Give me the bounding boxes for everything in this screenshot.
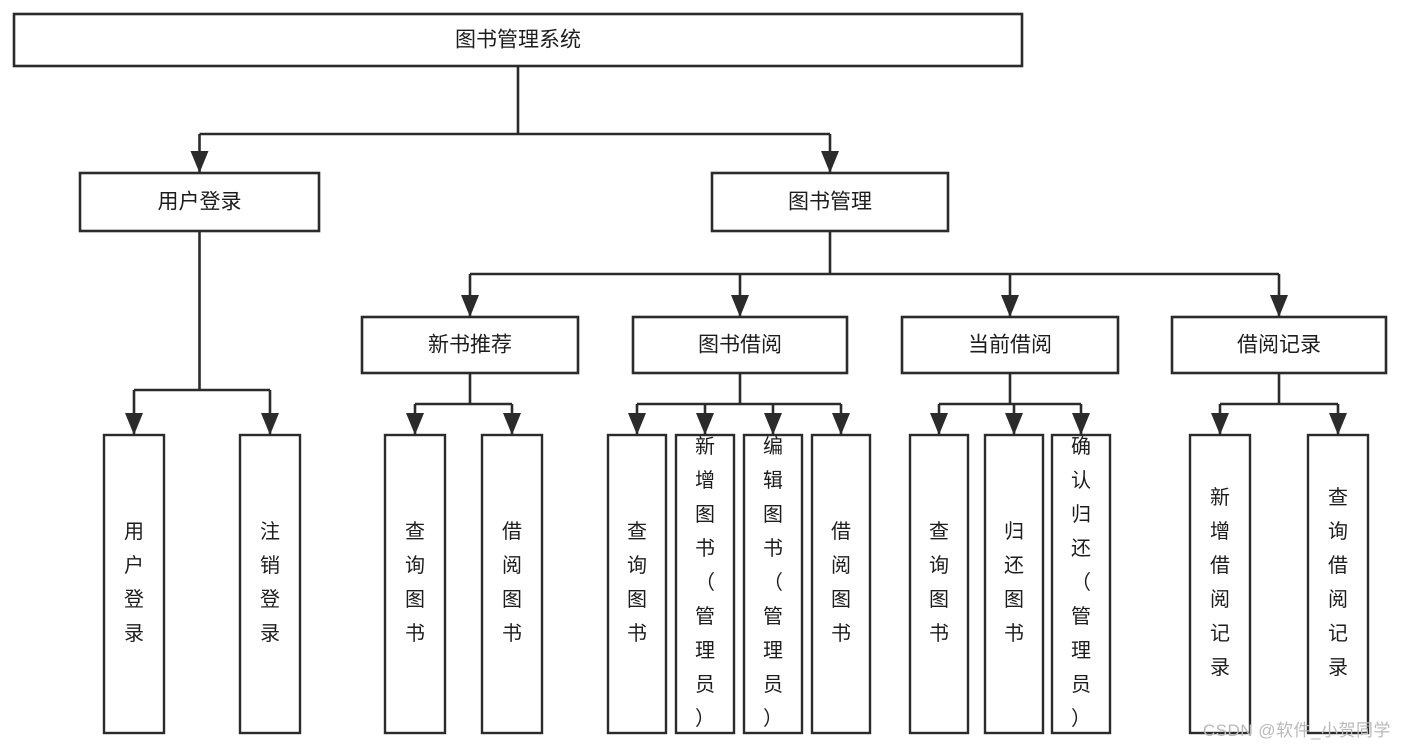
node-box-leaf_confirm_return[interactable] <box>1050 433 1112 735</box>
node-leaf_add_record[interactable]: 新增借阅记录 <box>1188 433 1252 735</box>
node-box-user_login[interactable] <box>78 171 321 233</box>
node-box-leaf_query_record[interactable] <box>1306 433 1370 735</box>
arrow-down-icon-leaf_edit_book <box>764 413 782 435</box>
node-box-leaf_borrow_book_2[interactable] <box>810 433 872 735</box>
connector-root-split <box>190 66 839 173</box>
node-label-leaf_query_record: 查询借阅记录 <box>1328 486 1348 679</box>
arrow-down-icon-leaf_add_record <box>1211 413 1229 435</box>
node-label-root: 图书管理系统 <box>455 29 581 52</box>
node-box-leaf_query_book_3[interactable] <box>908 433 970 735</box>
node-label-leaf_borrow_book_2: 借阅图书 <box>831 520 851 645</box>
node-box-book_borrow[interactable] <box>631 315 849 375</box>
connector-book-borrow-split <box>628 373 850 435</box>
node-box-leaf_borrow_book_1[interactable] <box>480 433 544 735</box>
node-leaf_add_book[interactable]: 新增图书（管理员） <box>674 433 736 735</box>
node-book_manage[interactable]: 图书管理 <box>710 171 950 233</box>
arrow-down-icon-leaf_borrow_book_2 <box>832 413 850 435</box>
node-box-borrow_record[interactable] <box>1170 315 1388 375</box>
arrow-down-icon-leaf_confirm_return <box>1072 413 1090 435</box>
arrow-down-icon-borrow_record <box>1270 295 1288 317</box>
arrow-down-icon-user_login <box>190 151 209 173</box>
node-label-leaf_query_book_2: 查询图书 <box>627 520 647 645</box>
arrow-down-icon-leaf_add_book <box>696 413 714 435</box>
node-leaf_user_login[interactable]: 用户登录 <box>102 433 166 735</box>
arrow-down-icon-leaf_return_book <box>1005 413 1023 435</box>
arrow-down-icon-leaf_logout <box>261 413 279 435</box>
node-box-leaf_edit_book[interactable] <box>742 433 804 735</box>
node-new_book_rec[interactable]: 新书推荐 <box>360 315 580 375</box>
node-label-current_borrow: 当前借阅 <box>968 334 1052 357</box>
node-leaf_confirm_return[interactable]: 确认归还（管理员） <box>1050 433 1112 735</box>
node-box-root[interactable] <box>12 12 1024 68</box>
connector-user-login-split <box>125 231 279 435</box>
node-book_borrow[interactable]: 图书借阅 <box>631 315 849 375</box>
arrow-down-icon-leaf_query_book_2 <box>628 413 646 435</box>
connector-book-manage-split <box>461 231 1288 317</box>
node-box-leaf_logout[interactable] <box>238 433 302 735</box>
node-label-leaf_add_record: 新增借阅记录 <box>1210 486 1230 679</box>
node-box-current_borrow[interactable] <box>900 315 1120 375</box>
node-borrow_record[interactable]: 借阅记录 <box>1170 315 1388 375</box>
node-label-leaf_borrow_book_1: 借阅图书 <box>502 520 522 645</box>
arrow-down-icon-leaf_query_book_1 <box>406 413 424 435</box>
node-leaf_query_book_3[interactable]: 查询图书 <box>908 433 970 735</box>
arrow-down-icon-leaf_query_record <box>1329 413 1347 435</box>
node-box-leaf_add_book[interactable] <box>674 433 736 735</box>
node-leaf_return_book[interactable]: 归还图书 <box>983 433 1045 735</box>
node-current_borrow[interactable]: 当前借阅 <box>900 315 1120 375</box>
edges-layer <box>125 66 1347 435</box>
arrow-down-icon-leaf_query_book_3 <box>930 413 948 435</box>
node-box-leaf_add_record[interactable] <box>1188 433 1252 735</box>
nodes-layer: 图书管理系统用户登录图书管理新书推荐图书借阅当前借阅借阅记录用户登录注销登录查询… <box>12 12 1388 735</box>
node-leaf_query_book_1[interactable]: 查询图书 <box>383 433 447 735</box>
node-box-leaf_query_book_2[interactable] <box>606 433 668 735</box>
arrow-down-icon-leaf_borrow_book_1 <box>503 413 521 435</box>
connector-new-book-rec-split <box>406 373 521 435</box>
arrow-down-icon-book_borrow <box>731 295 749 317</box>
node-label-leaf_user_login: 用户登录 <box>124 521 144 645</box>
node-label-leaf_edit_book: 编辑图书（管理员） <box>763 435 783 730</box>
node-user_login[interactable]: 用户登录 <box>78 171 321 233</box>
node-label-leaf_confirm_return: 确认归还（管理员） <box>1071 435 1091 730</box>
node-label-user_login: 用户登录 <box>158 191 242 214</box>
node-leaf_edit_book[interactable]: 编辑图书（管理员） <box>742 433 804 735</box>
node-box-leaf_query_book_1[interactable] <box>383 433 447 735</box>
node-label-leaf_logout: 注销登录 <box>260 520 280 645</box>
connector-borrow-record-split <box>1211 373 1347 435</box>
node-box-new_book_rec[interactable] <box>360 315 580 375</box>
node-box-leaf_return_book[interactable] <box>983 433 1045 735</box>
node-box-leaf_user_login[interactable] <box>102 433 166 735</box>
arrow-down-icon-new_book_rec <box>461 295 479 317</box>
node-label-leaf_add_book: 新增图书（管理员） <box>695 435 715 730</box>
node-label-new_book_rec: 新书推荐 <box>428 334 512 357</box>
arrow-down-icon-book_manage <box>821 151 839 173</box>
node-root[interactable]: 图书管理系统 <box>12 12 1024 68</box>
node-label-leaf_query_book_3: 查询图书 <box>929 520 949 645</box>
node-label-leaf_return_book: 归还图书 <box>1004 520 1024 645</box>
connector-current-borrow-split <box>930 373 1090 435</box>
node-leaf_borrow_book_1[interactable]: 借阅图书 <box>480 433 544 735</box>
node-leaf_borrow_book_2[interactable]: 借阅图书 <box>810 433 872 735</box>
node-leaf_query_book_2[interactable]: 查询图书 <box>606 433 668 735</box>
arrow-down-icon-current_borrow <box>1001 295 1019 317</box>
node-label-book_borrow: 图书借阅 <box>698 334 782 357</box>
node-label-borrow_record: 借阅记录 <box>1237 334 1321 357</box>
node-leaf_query_record[interactable]: 查询借阅记录 <box>1306 433 1370 735</box>
node-leaf_logout[interactable]: 注销登录 <box>238 433 302 735</box>
node-label-book_manage: 图书管理 <box>788 191 872 214</box>
arrow-down-icon-leaf_user_login <box>125 413 143 435</box>
node-box-book_manage[interactable] <box>710 171 950 233</box>
node-label-leaf_query_book_1: 查询图书 <box>405 520 425 645</box>
